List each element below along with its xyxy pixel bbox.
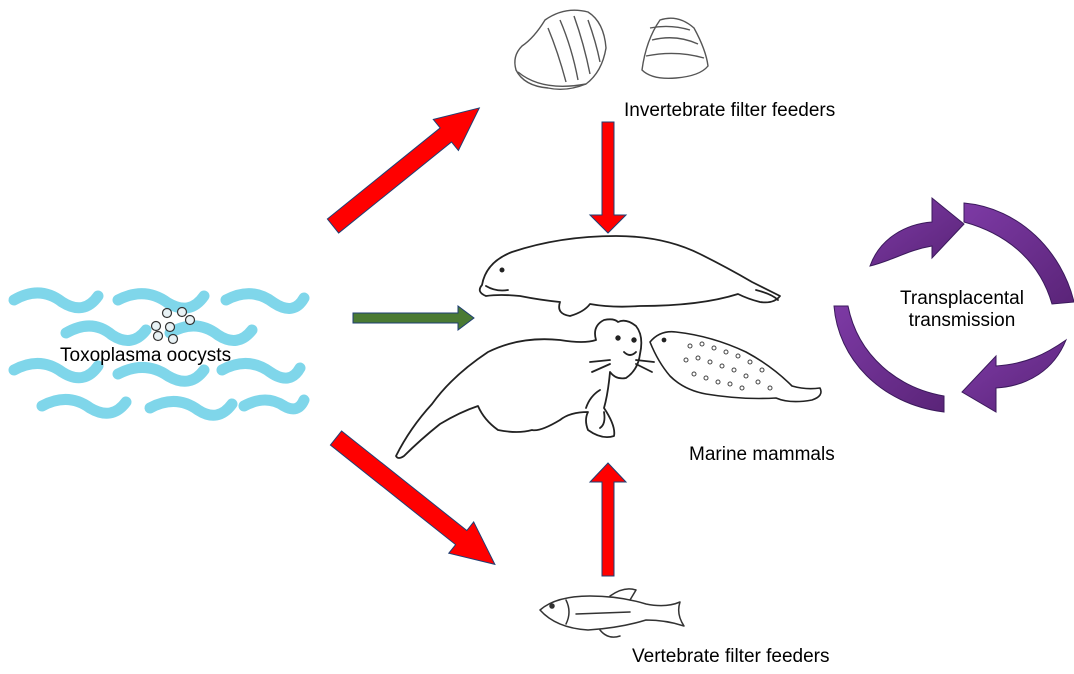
seal-spots (684, 342, 772, 390)
arrow-vertebrates-to-mammals (590, 463, 626, 576)
wave-icon (170, 326, 252, 340)
wave-icon (118, 367, 204, 381)
cycle-arrow-top-head (870, 198, 964, 266)
oocyst-icon (178, 308, 187, 317)
label-invertebrate-filter-feeders: Invertebrate filter feeders (624, 100, 835, 122)
oocyst-icon (152, 322, 161, 331)
shell-icon (515, 10, 708, 89)
fish-icon (540, 589, 684, 637)
label-toxoplasma-oocysts: Toxoplasma oocysts (60, 345, 231, 367)
wave-icon (14, 293, 98, 308)
label-vertebrate-filter-feeders: Vertebrate filter feeders (632, 646, 830, 668)
label-marine-mammals: Marine mammals (689, 444, 835, 466)
arrow-invertebrates-to-mammals (590, 122, 626, 233)
oocyst-icon (169, 335, 178, 344)
arrow-oocysts-to-mammals (353, 306, 474, 330)
dugong-icon (480, 236, 780, 316)
oocyst-icon (163, 309, 172, 318)
cycle-arrow-bottom-head (962, 340, 1066, 412)
label-transplacental-transmission: Transplacental transmission (870, 288, 1054, 332)
otter-icon (396, 319, 654, 458)
seal-icon (650, 332, 821, 402)
oocyst-icon (186, 316, 195, 325)
wave-icon (42, 399, 126, 413)
wave-icon (226, 294, 304, 309)
wave-icon (150, 401, 232, 415)
wave-icon (66, 326, 146, 340)
label-transplacental-line1: Transplacental (870, 288, 1054, 310)
wave-icon (244, 400, 304, 409)
label-transplacental-line2: transmission (870, 310, 1054, 332)
wave-icon (118, 294, 204, 308)
arrow-oocysts-to-invertebrates (320, 92, 491, 241)
oocyst-icon (166, 323, 175, 332)
oocyst-icon (154, 332, 163, 341)
wave-icon (222, 363, 300, 378)
